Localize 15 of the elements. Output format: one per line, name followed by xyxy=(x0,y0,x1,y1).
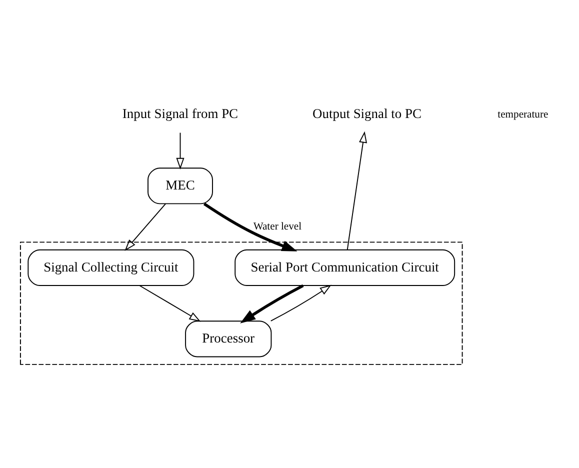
arrow xyxy=(240,284,304,323)
edge-label: Water level xyxy=(253,220,302,232)
arrow xyxy=(176,132,184,169)
arrow xyxy=(139,284,201,322)
node-text: Output Signal to PC xyxy=(312,106,422,121)
node-text: Input Signal from PC xyxy=(122,106,238,121)
arrow xyxy=(124,202,166,250)
arrow xyxy=(346,130,368,250)
label: temperature xyxy=(498,108,548,120)
arrow xyxy=(203,202,298,251)
node-box: Signal Collecting Circuit xyxy=(28,248,194,286)
node-box: Serial Port Communication Circuit xyxy=(234,248,456,286)
arrow xyxy=(270,284,332,321)
node-box: Processor xyxy=(185,320,272,357)
node-box: MEC xyxy=(148,167,213,204)
